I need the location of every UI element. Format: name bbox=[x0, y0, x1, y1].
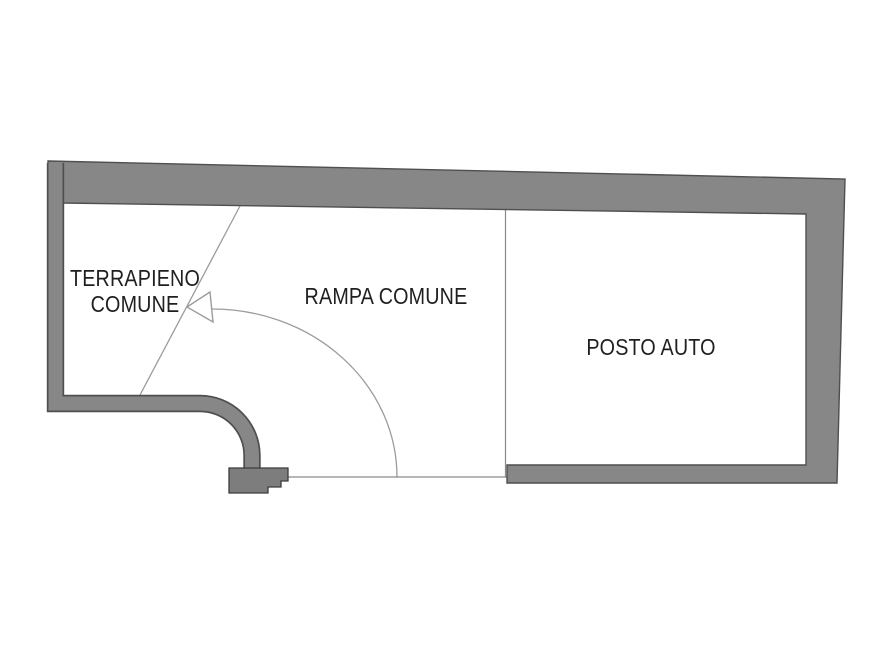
posto-auto-label: POSTO AUTO bbox=[586, 334, 716, 360]
terrapieno-comune-label: TERRAPIENO COMUNE bbox=[59, 265, 210, 317]
ramp-guideline bbox=[139, 205, 241, 396]
left-curved-wall bbox=[48, 163, 259, 469]
terrapieno-label-line2: COMUNE bbox=[90, 290, 180, 317]
perimeter-wall bbox=[47, 160, 846, 484]
terrapieno-label-line1: TERRAPIENO bbox=[69, 265, 201, 291]
direction-arrow-icon bbox=[185, 290, 214, 324]
swing-arc bbox=[211, 308, 398, 478]
entrance-block bbox=[228, 467, 289, 494]
rampa-comune-label: RAMPA COMUNE bbox=[304, 283, 468, 309]
